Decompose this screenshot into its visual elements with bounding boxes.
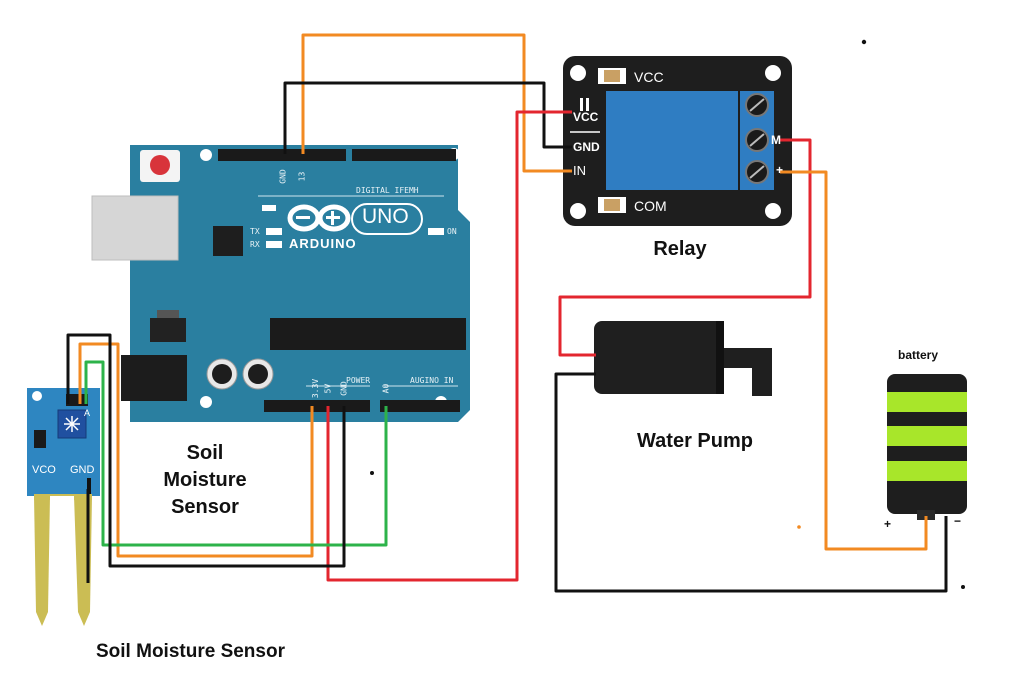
arduino-5v-label: 5V <box>323 383 333 394</box>
arduino-analog-label: AUGINO IN <box>410 376 454 385</box>
arduino-power-label: POWER <box>346 376 371 385</box>
power-jack <box>121 355 187 401</box>
arduino-3v3-label: 3.3V <box>311 378 321 399</box>
arduino-on-label: ON <box>447 227 457 236</box>
relay-vcc-pin-label: VCC <box>573 110 599 124</box>
microcontroller-chip <box>270 318 466 350</box>
arduino-tx-label: TX <box>250 227 260 236</box>
sensor-vcc-label: VCO <box>32 464 56 476</box>
usb-port <box>91 195 179 261</box>
water-pump <box>594 321 772 396</box>
arduino-rx-label: RX <box>250 240 260 249</box>
arduino-gnd2-label: GND <box>339 381 349 396</box>
wire-relay-plus-to-battery <box>780 170 928 551</box>
arduino-brand: ARDUINO <box>289 236 357 251</box>
soil-sensor-side-label: Soil Moisture Sensor <box>163 442 247 518</box>
relay-com-label: COM <box>634 198 667 214</box>
water-pump-label: Water Pump <box>637 430 753 452</box>
sensor-prong-left <box>34 496 50 626</box>
battery <box>887 374 967 520</box>
sensor-gnd-label: GND <box>70 464 95 476</box>
power-header <box>264 400 370 412</box>
relay-plus-pin-label: + <box>776 163 784 177</box>
wire-relay-m-to-pump <box>558 138 812 357</box>
wire-sensor-gnd <box>66 333 346 568</box>
digital-header <box>218 149 346 161</box>
analog-header <box>380 400 460 412</box>
battery-plus-label: + <box>884 517 892 531</box>
relay-in-pin-label: IN <box>573 163 586 178</box>
wires <box>66 33 948 593</box>
relay-module <box>563 56 792 226</box>
relay-label: Relay <box>653 238 707 260</box>
relay-coil <box>606 91 738 190</box>
arduino-gnd-label: GND <box>278 169 288 184</box>
battery-label: battery <box>898 348 939 362</box>
arduino-infinity-logo <box>287 204 351 232</box>
uno-badge <box>351 203 423 235</box>
relay-gnd-pin-label: GND <box>573 140 600 154</box>
arduino-board <box>91 145 470 422</box>
arduino-digital-label: DIGITAL IFEMH <box>356 186 419 195</box>
wire-sensor-a0 <box>84 360 388 547</box>
wire-pump-to-battery-minus <box>554 372 948 593</box>
arduino-a0-label: A0 <box>381 383 391 394</box>
wire-5v-to-relay-vcc <box>326 110 572 582</box>
wire-sensor-vcc-to-3v3 <box>78 342 314 558</box>
arduino-model: UNO <box>362 205 409 228</box>
soil-sensor-bottom-label: Soil Moisture Sensor <box>96 641 285 662</box>
battery-minus-label: − <box>954 514 962 528</box>
relay-vcc-top-label: VCC <box>634 69 664 85</box>
relay-m-pin-label: M <box>771 133 781 147</box>
arduino-pin13-label: 13 <box>297 171 307 182</box>
wire-gnd-to-relay-gnd <box>283 81 572 154</box>
sensor-a-label: A <box>84 408 91 418</box>
wire-signal-13-to-in <box>301 33 572 173</box>
